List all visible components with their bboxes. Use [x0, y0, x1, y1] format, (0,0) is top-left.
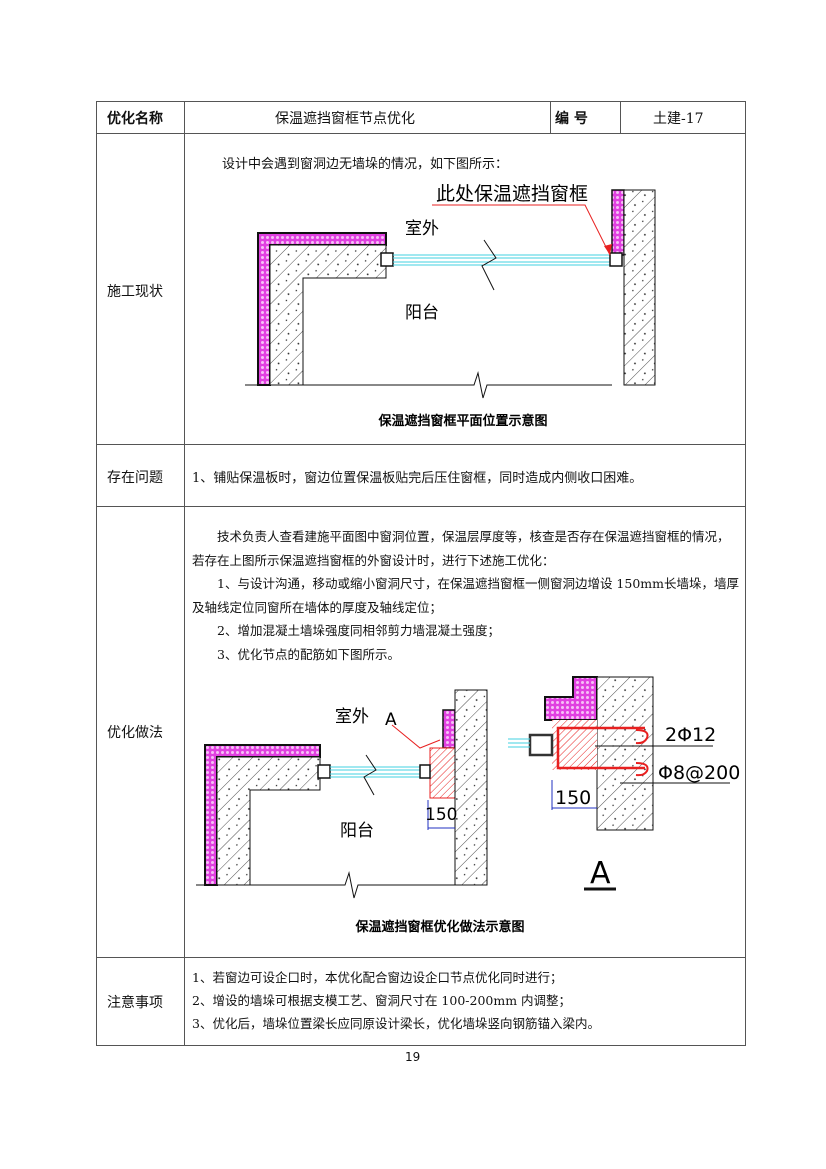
table-border — [184, 101, 185, 1046]
table-border — [96, 444, 746, 445]
note-item: 3、优化后，墙垛位置梁长应同原设计梁长，优化墙垛竖向钢筋锚入梁内。 — [192, 1016, 600, 1031]
table-border — [550, 101, 551, 134]
notes-list: 1、若窗边可设企口时，本优化配合窗边设企口节点优化同时进行； 2、增设的墙垛可根… — [192, 966, 600, 1035]
method-paragraph: 技术负责人查看建施平面图中窗洞位置，保温层厚度等，核查是否存在保温遮挡窗框的情况… — [192, 529, 730, 568]
balcony-label: 阳台 — [405, 303, 439, 323]
plan-figure-current: 此处保温遮挡窗框 室外 阳台 保温遮挡窗框平面位置示意图 — [245, 183, 656, 429]
number-label: 编 号 — [555, 111, 588, 127]
detail-title: A — [590, 856, 611, 891]
rebar-label-1: 2Φ12 — [665, 724, 716, 746]
plan-figure-optimized: 室外 阳台 A 150 保温遮挡窗框优化做法示意图 — [196, 689, 525, 935]
rebar-label-2: Φ8@200 — [658, 762, 740, 784]
method-step-1: 1、与设计沟通，移动或缩小窗洞尺寸，在保温遮挡窗框一侧窗洞边增设 150mm长墙… — [192, 576, 739, 615]
method-step-2: 2、增加混凝土墙垛强度同相邻剪力墙混凝土强度； — [217, 623, 500, 638]
callout-label: 此处保温遮挡窗框 — [436, 183, 588, 205]
window-frame-icon — [380, 252, 394, 267]
detail-dimension: 150 — [555, 787, 591, 809]
table-border — [96, 506, 746, 507]
problem-label: 存在问题 — [107, 470, 163, 486]
method-step-3: 3、优化节点的配筋如下图所示。 — [217, 646, 400, 662]
detail-a-figure: 2Φ12 Φ8@200 150 A — [508, 676, 740, 891]
page-number: 19 — [405, 1050, 421, 1064]
status-intro: 设计中会遇到窗洞边无墙垛的情况，如下图所示： — [222, 157, 509, 172]
table-border — [96, 101, 746, 102]
table-border — [745, 101, 746, 1046]
method-label: 优化做法 — [107, 725, 163, 741]
table-border — [96, 1045, 746, 1046]
note-item: 1、若窗边可设企口时，本优化配合窗边设企口节点优化同时进行； — [192, 970, 563, 985]
table-border — [620, 101, 621, 134]
number-value: 土建-17 — [653, 111, 704, 127]
table-border — [96, 101, 97, 1046]
name-value: 保温遮挡窗框节点优化 — [275, 111, 415, 127]
figure-caption: 保温遮挡窗框平面位置示意图 — [377, 413, 547, 429]
note-item: 2、增设的墙垛可根据支模工艺、窗洞尺寸在 100-200mm 内调整； — [192, 993, 572, 1008]
status-label: 施工现状 — [107, 284, 163, 300]
outside-label: 室外 — [405, 219, 439, 239]
figure-caption-2: 保温遮挡窗框优化做法示意图 — [354, 919, 524, 935]
balcony-label-2: 阳台 — [340, 821, 374, 841]
table-border — [96, 133, 746, 134]
name-label: 优化名称 — [107, 111, 163, 127]
outside-label-2: 室外 — [335, 707, 369, 727]
problem-text: 1、铺贴保温板时，窗边位置保温板贴完后压住窗框，同时造成内侧收口困难。 — [192, 471, 643, 486]
dimension-label: 150 — [425, 805, 457, 825]
table-border — [96, 957, 746, 958]
method-text: 技术负责人查看建施平面图中窗洞位置，保温层厚度等，核查是否存在保温遮挡窗框的情况… — [192, 525, 740, 666]
notes-label: 注意事项 — [107, 995, 163, 1011]
detail-tag: A — [385, 710, 397, 730]
